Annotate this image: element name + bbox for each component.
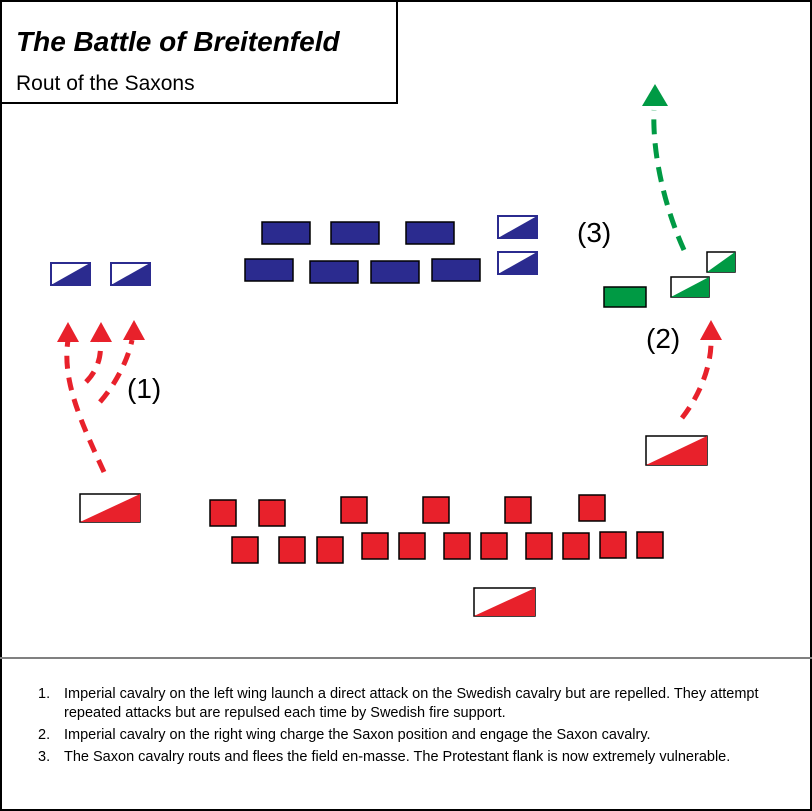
battle-map: (1) (2) (3): [50, 84, 736, 617]
arrowhead: [57, 322, 79, 342]
note-text: Imperial cavalry on the left wing launch…: [64, 686, 759, 721]
notes-list: 1. Imperial cavalry on the left wing lau…: [38, 685, 778, 770]
imperial-infantry-unit: [525, 532, 553, 560]
imperial-infantry-unit: [258, 499, 286, 527]
note-item: 1. Imperial cavalry on the left wing lau…: [38, 685, 778, 723]
imperial-infantry-unit: [480, 532, 508, 560]
swedish-infantry: [244, 221, 481, 284]
imperial-cavalry-unit: [473, 587, 536, 617]
note-text: Imperial cavalry on the right wing charg…: [64, 727, 651, 743]
imperial-infantry-unit: [504, 496, 532, 524]
imperial-infantry-unit: [599, 531, 627, 559]
attack-arrow: [84, 339, 103, 384]
saxon-forces: [603, 251, 736, 308]
arrowhead: [90, 322, 112, 342]
arrowhead: [642, 84, 668, 106]
swedish-infantry-unit: [309, 260, 359, 284]
swedish-infantry-unit: [261, 221, 311, 245]
swedish-infantry-unit: [431, 258, 481, 282]
saxon-cavalry-unit: [706, 251, 736, 273]
imperial-left-arrowheads: [57, 320, 145, 342]
note-number: 1.: [38, 686, 51, 702]
imperial-infantry-unit: [231, 536, 259, 564]
imperial-infantry-unit: [562, 532, 590, 560]
imperial-infantry-unit: [361, 532, 389, 560]
arrowhead: [700, 320, 722, 340]
label-two: (2): [646, 323, 680, 354]
swedish-cavalry: [50, 215, 538, 286]
title-box: The Battle of Breitenfeld Rout of the Sa…: [2, 2, 398, 104]
swedish-infantry-unit: [244, 258, 294, 282]
imperial-cavalry-unit: [645, 435, 708, 466]
swedish-infantry-unit: [405, 221, 455, 245]
imperial-infantry: [209, 494, 664, 564]
label-one: (1): [127, 373, 161, 404]
notes-panel: 1. Imperial cavalry on the left wing lau…: [0, 657, 812, 811]
attack-arrow: [64, 339, 107, 474]
arrowhead: [123, 320, 145, 340]
imperial-infantry-unit: [340, 496, 368, 524]
saxon-cavalry-unit: [670, 276, 710, 298]
imperial-infantry-unit: [316, 536, 344, 564]
imperial-infantry-unit: [443, 532, 471, 560]
attack-arrow: [98, 339, 135, 404]
imperial-right-attack-arrow: [680, 337, 714, 420]
map-subtitle: Rout of the Saxons: [16, 72, 195, 95]
swedish-cavalry-unit: [50, 262, 91, 286]
swedish-infantry-unit: [370, 260, 420, 284]
imperial-infantry-unit: [209, 499, 237, 527]
imperial-infantry-unit: [278, 536, 306, 564]
imperial-left-attack-arrows: [64, 339, 135, 474]
imperial-infantry-unit: [398, 532, 426, 560]
imperial-cavalry-unit: [79, 493, 141, 523]
swedish-cavalry-unit: [497, 215, 538, 239]
imperial-infantry-unit: [422, 496, 450, 524]
note-number: 3.: [38, 749, 51, 765]
note-text: The Saxon cavalry routs and flees the fi…: [64, 749, 731, 765]
note-number: 2.: [38, 727, 51, 743]
map-title: The Battle of Breitenfeld: [16, 26, 340, 57]
saxon-rout-arrow: [651, 109, 687, 252]
note-item: 3. The Saxon cavalry routs and flees the…: [38, 748, 778, 767]
imperial-cavalry: [79, 435, 708, 617]
note-item: 2. Imperial cavalry on the right wing ch…: [38, 726, 778, 745]
swedish-infantry-unit: [330, 221, 380, 245]
saxon-infantry-unit: [603, 286, 647, 308]
swedish-cavalry-unit: [110, 262, 151, 286]
imperial-infantry-unit: [578, 494, 606, 522]
label-three: (3): [577, 217, 611, 248]
swedish-cavalry-unit: [497, 251, 538, 275]
imperial-infantry-unit: [636, 531, 664, 559]
